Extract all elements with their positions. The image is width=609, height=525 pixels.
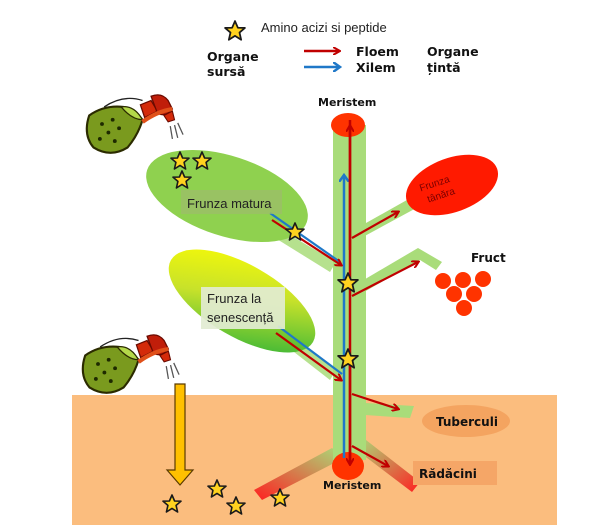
xylem-senescent-leaf-line (277, 325, 343, 375)
xylem-arrows (269, 176, 344, 458)
fruit-label: Fruct (471, 251, 506, 265)
young-leaf (405, 154, 499, 216)
source-organs-label-line1: Organe (207, 49, 259, 64)
legend-star-label: Amino acizi si peptide (261, 20, 387, 35)
mature-leaf-label-box (181, 190, 282, 214)
senescent-leaf-label-line2: senescență (207, 310, 274, 325)
soil-sprayer-icon (83, 335, 179, 393)
legend-star-icon (224, 20, 246, 41)
fruit-berry (435, 273, 451, 289)
left-root (254, 448, 344, 500)
fruit-berry (455, 272, 471, 288)
legend-xylem-label: Xilem (356, 60, 396, 75)
fruit-cluster (435, 271, 491, 316)
target-organs-label-line1: Organe (427, 44, 479, 59)
senescent-leaf-label-line1: Frunza la (207, 291, 262, 306)
target-organs-label-line2: țintă (427, 60, 461, 75)
phloem-to-fruit-arrow (351, 262, 418, 297)
fruit-berry (475, 271, 491, 287)
fruit-berry (446, 286, 462, 302)
phloem-to-roots-arrow (351, 445, 388, 466)
mature-leaf-label: Frunza matura (187, 196, 272, 211)
roots-label-box (413, 461, 497, 485)
source-organs-label-line2: sursă (207, 64, 245, 79)
fruit-berry (456, 300, 472, 316)
tuber (422, 405, 510, 437)
legend: Amino acizi si peptide Floem Xilem Organ… (207, 20, 479, 79)
mature-leaf-petiole (272, 228, 336, 272)
foliar-sprayer-icon (87, 95, 183, 153)
phloem-to-tuber-arrow (351, 392, 398, 409)
senescent-leaf-label-box (201, 287, 285, 329)
root-meristem (332, 452, 364, 480)
tuber-label: Tuberculi (436, 415, 498, 429)
soil-uptake-arrow (165, 383, 195, 486)
roots-label: Rădăcini (419, 467, 477, 481)
fruit-berry (466, 286, 482, 302)
apical-meristem (331, 113, 365, 137)
root-meristem-label: Meristem (323, 479, 381, 492)
phloem-to-young-leaf-arrow (351, 212, 398, 239)
apical-meristem-label: Meristem (318, 96, 376, 109)
xylem-mature-leaf-line (269, 212, 341, 263)
legend-phloem-label: Floem (356, 44, 399, 59)
phloem-arrows (271, 120, 418, 466)
phloem-from-senescent-leaf-arrow (275, 332, 341, 380)
phloem-from-mature-leaf-arrow (271, 219, 341, 265)
